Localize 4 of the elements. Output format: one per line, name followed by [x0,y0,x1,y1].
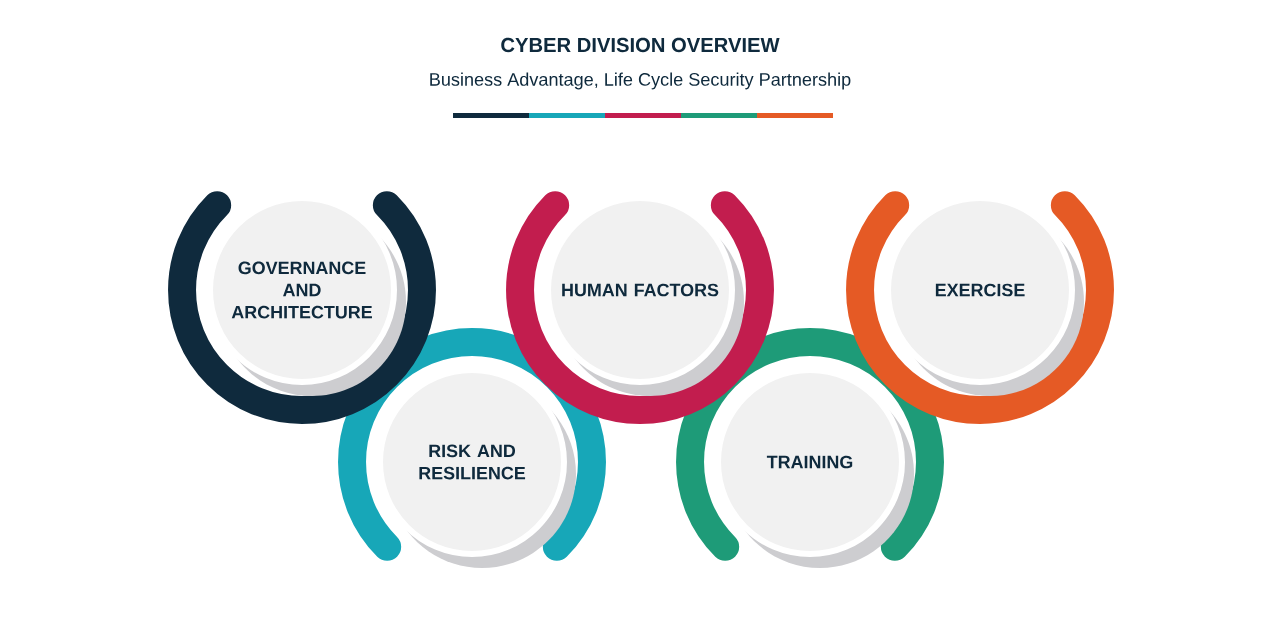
circle-card: TRAINING [715,367,914,568]
subtitle: Business Advantage, Life Cycle Security Partnership [430,72,851,90]
title: CYBER DIVISION OVERVIEW [501,37,780,53]
circle-card: RISK AND RESILIENCE [377,367,576,568]
